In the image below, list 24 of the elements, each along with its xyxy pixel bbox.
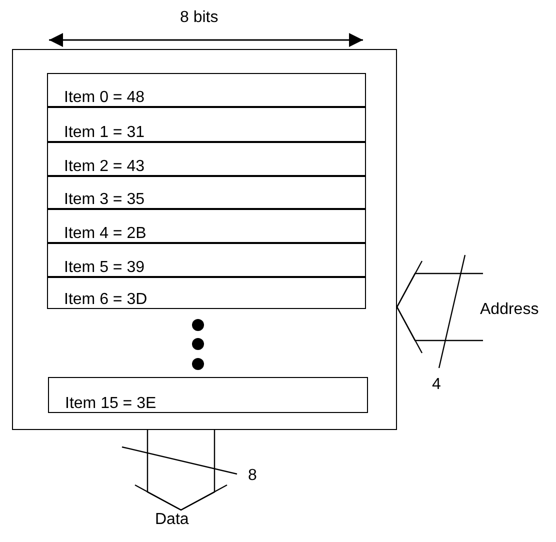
memory-cell [47,209,366,243]
cell-text: Item 4 = 2B [64,226,146,242]
memory-cell [47,243,366,277]
cell-text: Item 3 = 35 [64,192,144,208]
memory-cell [47,277,366,309]
cell-text: Item 15 = 3E [65,396,156,412]
memory-cell [47,107,366,142]
cell-text: Item 0 = 48 [64,90,144,106]
memory-cell [47,73,366,107]
bus-width-label: 4 [432,376,441,394]
memory-cell [48,377,368,413]
bus-arrow [396,260,484,354]
cell-text: Item 5 = 39 [64,260,144,276]
cell-text: Item 6 = 3D [64,292,148,308]
memory-box [12,49,397,430]
bus-label: Data [155,511,189,529]
cell-text: Item 2 = 43 [64,159,144,175]
bus-arrow [134,429,228,511]
memory-cell [47,142,366,176]
bus-label: Address [480,301,539,319]
cell-text: Item 1 = 31 [64,125,144,141]
memory-cell [47,176,366,209]
bus-width-label: 8 [248,467,257,485]
dimension-label: 8 bits [180,9,218,27]
